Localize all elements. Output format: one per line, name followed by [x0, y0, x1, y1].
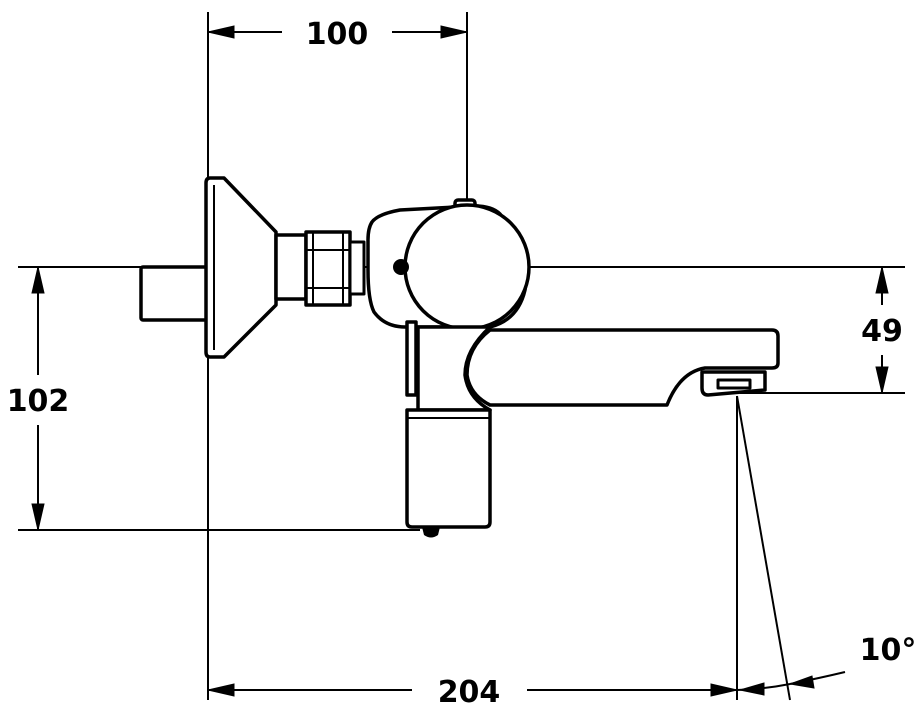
dimension-overall-length: 204 [207, 675, 738, 709]
dimension-spout-offset: 49 [861, 266, 903, 394]
arrow-up-icon [875, 266, 889, 294]
wall-flange [204, 176, 278, 359]
faucet-body [139, 176, 780, 538]
dimension-spout-angle: 10° [736, 633, 917, 696]
dim-label-height: 102 [7, 384, 70, 419]
arrow-down-icon [31, 503, 45, 531]
arrow-left-icon [207, 25, 235, 39]
arrow-up-icon [31, 266, 45, 294]
control-knob [403, 203, 531, 331]
dim-label-spout-angle: 10° [860, 633, 917, 668]
arrow-right-icon [710, 683, 738, 697]
dimension-top-width: 100 [207, 17, 468, 52]
arrow-left-icon [788, 675, 815, 689]
dim-label-top-width: 100 [306, 17, 369, 52]
spout [465, 328, 780, 407]
dimension-height: 102 [7, 266, 70, 531]
connector-collar [274, 233, 308, 301]
dim-label-spout-offset: 49 [861, 314, 903, 349]
arrow-right-icon [440, 25, 468, 39]
knob-screw [393, 259, 409, 275]
dim-label-overall-length: 204 [438, 675, 501, 709]
cartridge-cylinder [405, 408, 492, 529]
arrow-right-icon [739, 682, 765, 696]
inlet-stub [139, 265, 209, 322]
bottom-nub [422, 527, 440, 538]
arrow-left-icon [207, 683, 235, 697]
arrow-down-icon [875, 366, 889, 394]
